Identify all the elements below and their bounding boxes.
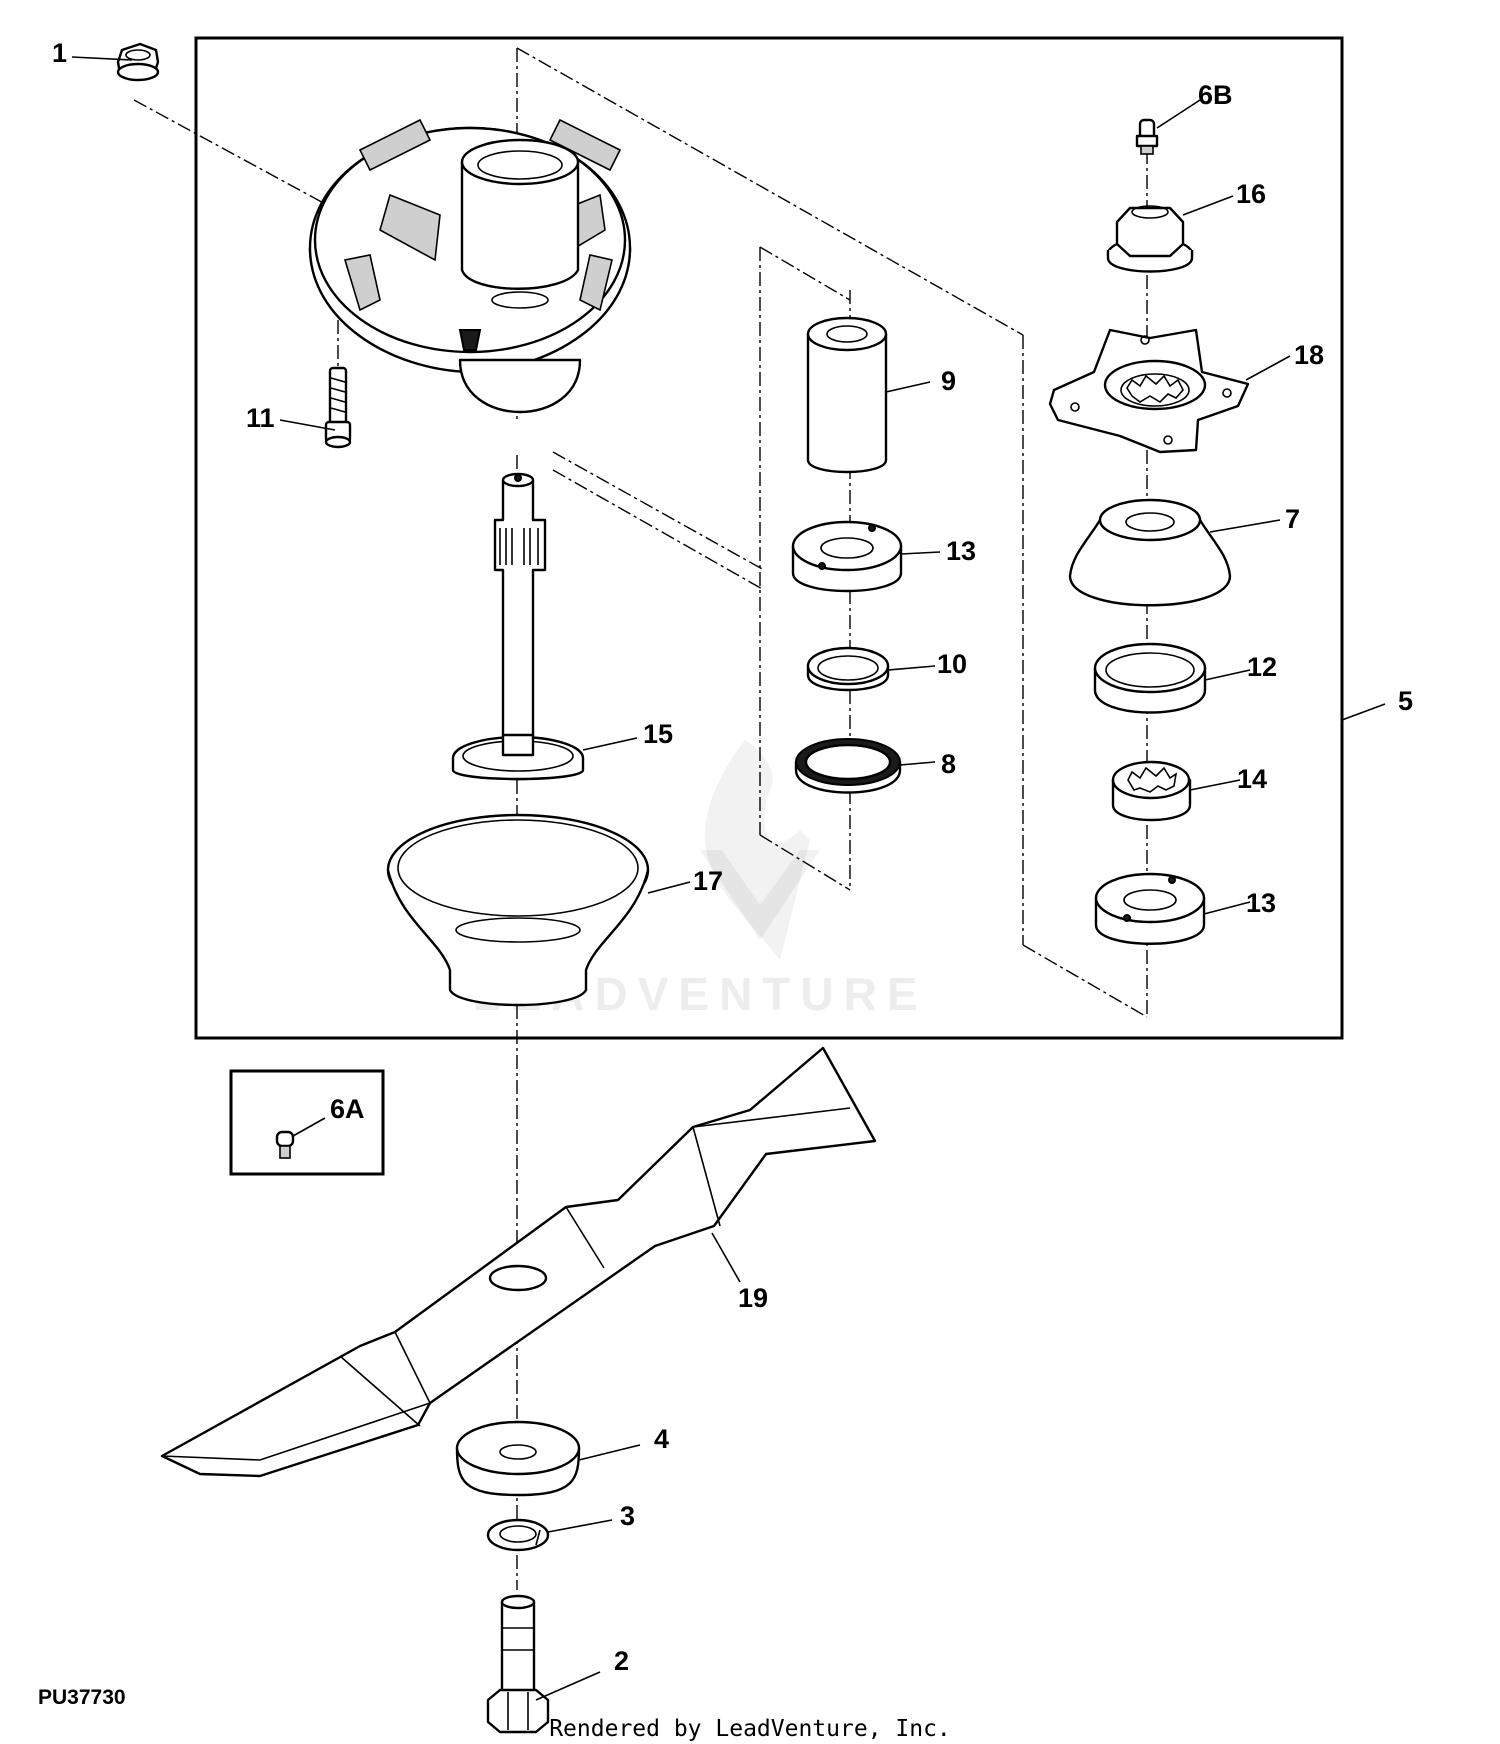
part-15-flange — [451, 733, 585, 781]
part-14-splined-bushing — [1111, 760, 1192, 822]
spindle-housing — [308, 118, 632, 414]
part-11-stud-bolt — [324, 366, 352, 449]
part-8-seal — [794, 738, 902, 794]
callout-7: 7 — [1285, 504, 1300, 534]
watermark-logo — [700, 740, 820, 960]
part-1-lock-nut — [116, 42, 160, 82]
callout-9: 9 — [941, 366, 956, 396]
callout-5: 5 — [1398, 686, 1413, 716]
part-7-cone-washer — [1068, 498, 1232, 607]
part-13-bearing-upper — [791, 520, 903, 593]
callout-18: 18 — [1294, 340, 1324, 370]
leader-lines — [71, 56, 1386, 1701]
callout-labels: 1 2 3 4 5 6A 6B 7 8 9 10 11 12 13 13 14 … — [52, 38, 1413, 1676]
callout-12: 12 — [1247, 652, 1277, 682]
callout-13-upper: 13 — [946, 536, 976, 566]
callout-19: 19 — [738, 1283, 768, 1313]
part-6b-grease-fitting — [1135, 118, 1159, 155]
callout-17: 17 — [693, 866, 723, 896]
part-6a-grease-fitting — [275, 1130, 295, 1159]
callout-14: 14 — [1237, 764, 1267, 794]
spindle-assembly-frame — [194, 36, 1344, 1040]
callout-11: 11 — [246, 403, 275, 433]
part-4-dished-washer — [455, 1420, 581, 1497]
callout-13-lower: 13 — [1246, 888, 1276, 918]
inset-frame-6a — [229, 1069, 385, 1176]
part-2-blade-bolt — [486, 1594, 550, 1734]
callout-10: 10 — [937, 649, 967, 679]
part-18-blade-adapter — [1048, 328, 1250, 454]
spindle-shaft — [493, 472, 547, 767]
callout-6b: 6B — [1198, 80, 1233, 110]
callout-8: 8 — [941, 749, 956, 779]
render-credit: Rendered by LeadVenture, Inc. — [549, 1716, 951, 1742]
figure-id: PU37730 — [38, 1686, 126, 1709]
callout-4: 4 — [654, 1424, 669, 1454]
part-3-lock-washer — [486, 1518, 550, 1552]
callout-15: 15 — [643, 719, 673, 749]
part-19-mower-blade — [160, 1046, 877, 1478]
callout-2: 2 — [614, 1646, 629, 1676]
callout-16: 16 — [1236, 179, 1266, 209]
callout-6a: 6A — [330, 1094, 365, 1124]
assembly-centerlines — [133, 47, 1148, 1590]
part-17-cup-shield — [386, 813, 650, 1007]
part-12-bearing-race — [1093, 642, 1207, 714]
callout-1: 1 — [52, 38, 67, 68]
callout-3: 3 — [620, 1501, 635, 1531]
part-10-race-ring — [806, 646, 890, 692]
part-16-hex-nut — [1106, 205, 1194, 273]
part-9-spacer-tube — [806, 316, 888, 474]
part-13-bearing-lower — [1094, 872, 1206, 945]
